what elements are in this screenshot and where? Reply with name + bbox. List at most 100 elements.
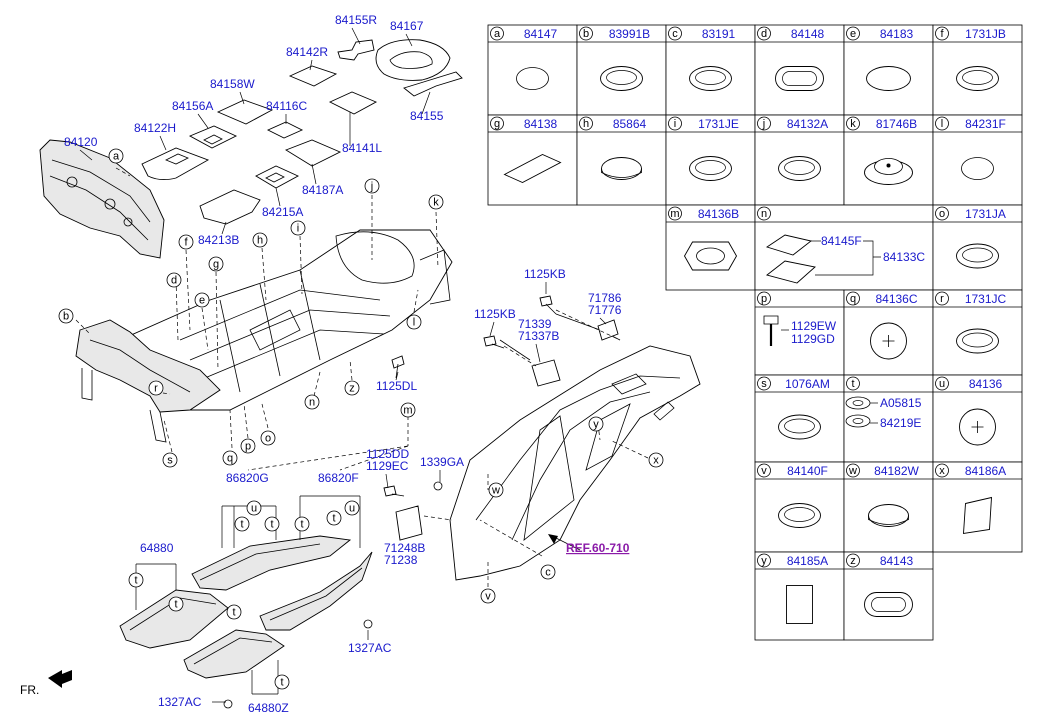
callout-letter: l xyxy=(413,317,415,329)
part-label-84156a: 84156A xyxy=(172,99,213,113)
part-label-71238: 71238 xyxy=(384,553,418,567)
part-label-1125kb: 1125KB xyxy=(524,267,566,281)
legend-part-number: 84143 xyxy=(880,554,914,568)
legend-letter: l xyxy=(941,118,943,130)
callout-circle xyxy=(252,232,268,248)
callout-letter: t xyxy=(300,519,303,531)
part-label-84122h: 84122H xyxy=(134,121,176,135)
callout-letter: i xyxy=(297,223,299,235)
part-label-84167: 84167 xyxy=(390,19,424,33)
legend-part-number: 84148 xyxy=(791,27,825,41)
callout-x: x xyxy=(648,452,664,468)
part-label-84187a: 84187A xyxy=(302,183,343,197)
callout-circle xyxy=(162,452,178,468)
legend-letter-circle xyxy=(846,553,860,568)
callout-circle xyxy=(246,500,262,516)
part-label-84215a: 84215A xyxy=(262,205,303,219)
legend-letter-circle xyxy=(579,26,593,41)
callout-letter: o xyxy=(265,433,271,445)
callout-y: y xyxy=(588,416,604,432)
legend-letter: u xyxy=(939,378,945,390)
legend-letter: d xyxy=(761,28,767,40)
callout-d: d xyxy=(166,272,182,288)
legend-letter-circle xyxy=(846,376,860,391)
legend-letter-circle xyxy=(757,206,771,221)
callout-circle xyxy=(208,256,224,272)
callout-e: e xyxy=(194,292,210,308)
callout-letter: t xyxy=(270,519,273,531)
legend-part-number: 84219E xyxy=(880,416,921,430)
callout-letter: w xyxy=(491,485,500,497)
callout-letter: b xyxy=(63,311,69,323)
legend-cell-y: y 84185A xyxy=(754,551,845,641)
part-label-1327ac: 1327AC xyxy=(348,641,392,655)
legend-letter: z xyxy=(850,555,856,567)
legend-part-number: 84185A xyxy=(787,554,828,568)
legend-part-number: 1129GD xyxy=(791,332,835,346)
legend-letter-circle xyxy=(846,291,860,306)
callout-circle xyxy=(264,516,280,532)
legend-letter-circle xyxy=(935,26,949,41)
legend-part-number: 84136B xyxy=(698,207,739,221)
part-label-84141l: 84141L xyxy=(342,141,382,155)
legend-letter: c xyxy=(672,28,678,40)
legend-letter-circle xyxy=(935,463,949,478)
callout-letter: p xyxy=(245,441,251,453)
callout-m: m xyxy=(400,402,416,418)
callout-f: f xyxy=(178,234,194,250)
legend-letter: j xyxy=(762,118,765,130)
legend-part-number: 83991B xyxy=(609,27,650,41)
part-label-86820f: 86820F xyxy=(318,471,359,485)
callout-circle xyxy=(240,438,256,454)
legend-letter-circle xyxy=(846,463,860,478)
side-body-panel xyxy=(395,309,701,588)
callout-letter: t xyxy=(240,519,243,531)
callout-letter: m xyxy=(403,405,412,417)
callout-circle xyxy=(168,596,184,612)
callout-letter: q xyxy=(227,453,233,465)
legend-letter-circle xyxy=(846,116,860,131)
callout-h: h xyxy=(252,232,268,248)
callout-p: p xyxy=(240,438,256,454)
legend-cell-z: z 84143 xyxy=(843,551,934,641)
callout-letter: v xyxy=(485,591,491,603)
callout-circle xyxy=(294,516,310,532)
part-label-84120: 84120 xyxy=(64,135,98,149)
callout-t: t xyxy=(274,674,290,690)
part-label-86820g: 86820G xyxy=(226,471,269,485)
legend-part-number: 84147 xyxy=(524,27,558,41)
callout-a: a xyxy=(108,148,124,164)
legend-letter-circle xyxy=(668,26,682,41)
part-label-1327ac: 1327AC xyxy=(158,695,202,709)
legend-letter: g xyxy=(494,118,500,130)
legend-letter-circle xyxy=(757,26,771,41)
callout-n: n xyxy=(304,394,320,410)
legend-letter: y xyxy=(761,555,767,567)
part-label-84116c: 84116C xyxy=(266,99,307,113)
legend-letter: p xyxy=(761,293,767,305)
callout-letter: t xyxy=(174,599,177,611)
legend-part-number: 1731JE xyxy=(698,117,739,131)
legend-letter: r xyxy=(940,293,944,305)
bolts xyxy=(383,295,557,497)
callout-t: t xyxy=(226,604,242,620)
callout-letter: y xyxy=(593,419,599,431)
legend-part-number: 84132A xyxy=(787,117,828,131)
callout-circle xyxy=(480,588,496,604)
legend-part-number: 84133C xyxy=(883,250,925,264)
part-label-71776: 71776 xyxy=(588,303,622,317)
legend-part-number: 84145F xyxy=(821,234,862,248)
legend-part-number: 84140F xyxy=(787,464,828,478)
front-direction-label: FR. xyxy=(20,683,39,697)
